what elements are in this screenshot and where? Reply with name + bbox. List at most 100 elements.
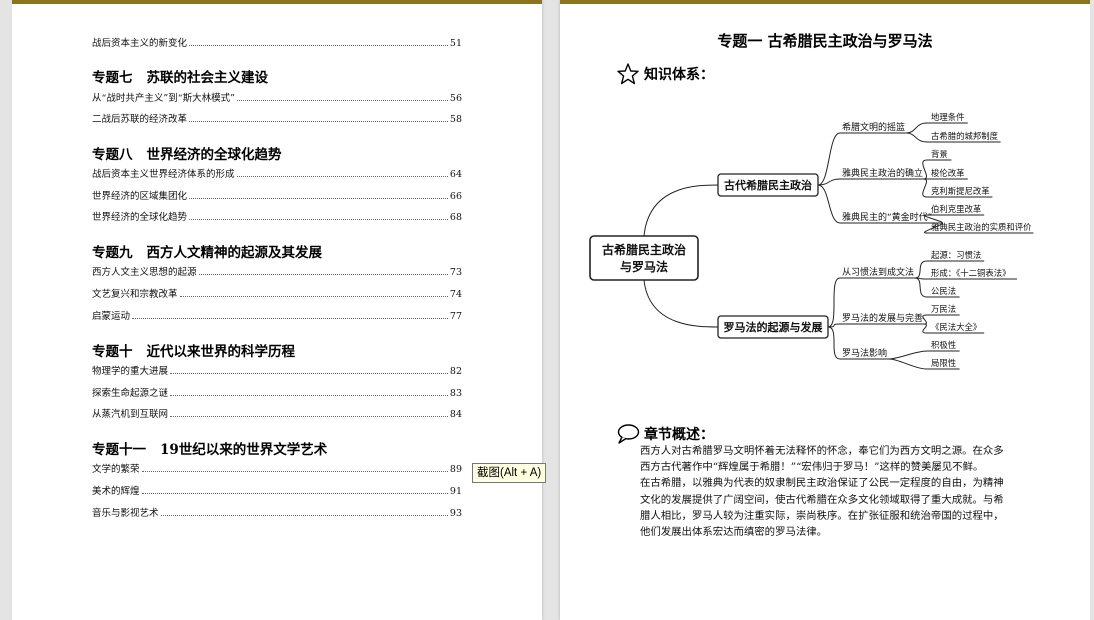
mindmap-leaf-label: 公民法 (931, 286, 956, 296)
toc-entry-text: 从“战时共产主义”到“斯大林模式” (92, 93, 235, 104)
toc-leader-dots (132, 318, 448, 319)
overview-line: 腊人相比，罗马人较为注重实际，崇尚秩序。在扩张征服和统治帝国的过程中， (640, 509, 1004, 522)
mindmap-child-label: 雅典民主政治的确立 (842, 167, 923, 179)
mindmap-root-label: 古希腊民主政治 (602, 242, 686, 257)
toc-leader-dots (189, 198, 448, 199)
toc-entry[interactable]: 文学的繁荣 89 (92, 461, 462, 475)
toc-entry-text: 世界经济的全球化趋势 (92, 212, 188, 223)
toc-section-heading[interactable]: 专题九 西方人文精神的起源及其发展 (92, 241, 322, 261)
toc-entry[interactable]: 战后资本主义世界经济体系的形成 64 (92, 166, 462, 180)
toc-entry-text: 美术的辉煌 (92, 486, 140, 497)
overview-line: 文化的发展提供了广阔空间，使古代希腊在众多文化领域取得了重大成就。与希 (640, 493, 1004, 506)
mindmap-child-label: 雅典民主的“黄金时代” (842, 211, 932, 223)
toc-section-title: 世界经济的全球化趋势 (146, 147, 282, 163)
toc-entry-page: 77 (449, 311, 462, 322)
mindmap-child-label: 从习惯法到成文法 (842, 266, 914, 278)
mindmap-leaf-label: 《民法大全》 (931, 322, 981, 332)
toc-leader-dots (170, 395, 448, 396)
toc-leader-dots (160, 515, 448, 516)
toc-leader-dots (189, 219, 448, 220)
chapter-overview-heading: 章节概述： (616, 422, 714, 446)
mindmap-child-label: 希腊文明的摇篮 (842, 121, 905, 133)
mindmap-leaf-label: 局限性 (931, 358, 956, 368)
toc-section-number: 专题十一 (92, 442, 146, 458)
toc-entry[interactable]: 启蒙运动 77 (92, 308, 462, 322)
toc-entry-text: 启蒙运动 (92, 311, 131, 322)
toc-entry-page: 66 (449, 191, 462, 202)
toc-entry-text: 文学的繁荣 (92, 464, 140, 475)
mindmap-branch-node (717, 173, 819, 197)
toc-entry[interactable]: 物理学的重大进展 82 (92, 363, 462, 377)
mindmap-child-label: 罗马法影响 (842, 347, 887, 359)
overview-line: 在古希腊，以雅典为代表的奴隶制民主政治保证了公民一定程度的自由，为精神 (640, 477, 1004, 490)
toc-entry-page: 74 (449, 289, 462, 300)
toc-entry-page: 58 (449, 114, 462, 125)
toc-leader-dots (179, 296, 448, 297)
toc-section-number: 专题十 (92, 344, 133, 360)
toc-section-title: 19世纪以来的世界文学艺术 (160, 442, 328, 458)
toc-entry[interactable]: 从蒸汽机到互联网 84 (92, 406, 462, 420)
toc-entry[interactable]: 美术的辉煌 91 (92, 483, 462, 497)
toc-entry[interactable]: 音乐与影视艺术 93 (92, 505, 462, 519)
mindmap-branch-label: 古代希腊民主政治 (724, 178, 812, 192)
toc-entry-page: 73 (449, 267, 462, 278)
toc-entry-text: 二战后苏联的经济改革 (92, 114, 188, 125)
mindmap-leaf-label: 形成：《十二铜表法》 (931, 268, 1011, 278)
chapter-title: 专题一 古希腊民主政治与罗马法 (717, 32, 933, 50)
mindmap-leaf-label: 地理条件 (931, 112, 965, 122)
toc-entry[interactable]: 战后资本主义的新变化 51 (92, 35, 462, 49)
toc-entry[interactable]: 探索生命起源之谜 83 (92, 385, 462, 399)
knowledge-system-heading: 知识体系： (616, 62, 714, 86)
toc-entry-text: 从蒸汽机到互联网 (92, 409, 169, 420)
toc-entry-text: 战后资本主义世界经济体系的形成 (92, 169, 235, 180)
toc-entry[interactable]: 西方人文主义思想的起源 73 (92, 264, 462, 278)
toc-entry-text: 音乐与影视艺术 (92, 508, 159, 519)
toc-leader-dots (170, 373, 448, 374)
mindmap-root-node (589, 235, 699, 281)
mindmap-leaf-label: 梭伦改革 (931, 168, 965, 178)
toc-section-heading[interactable]: 专题十 近代以来世界的科学历程 (92, 340, 296, 360)
mindmap-leaf-label: 起源：习惯法 (931, 250, 981, 260)
document-page-left: 战后资本主义的新变化 51 专题七 苏联的社会主义建设 从“战时共产主义”到“斯… (12, 0, 542, 620)
toc-section-heading[interactable]: 专题七 苏联的社会主义建设 (92, 66, 269, 86)
toc-entry[interactable]: 世界经济的区域集团化 66 (92, 188, 462, 202)
toc-entry-page: 91 (449, 486, 462, 497)
mindmap-leaf-label: 积极性 (931, 340, 956, 350)
toc-section-number: 专题九 (92, 245, 133, 261)
mindmap-root-label: 与罗马法 (620, 259, 668, 274)
toc-entry[interactable]: 文艺复兴和宗教改革 74 (92, 286, 462, 300)
mindmap-leaf-label: 背景 (931, 149, 948, 159)
speech-bubble-icon (617, 424, 640, 444)
toc-entry[interactable]: 二战后苏联的经济改革 58 (92, 111, 462, 125)
toc-section-number: 专题八 (92, 147, 133, 163)
toc-section-heading[interactable]: 专题八 世界经济的全球化趋势 (92, 143, 282, 163)
document-page-right: 专题一 古希腊民主政治与罗马法 知识体系： 古希腊民主政治与罗马法 古代希腊民主政… (560, 0, 1090, 620)
mindmap-branch-node (717, 315, 829, 339)
toc-section-title: 近代以来世界的科学历程 (146, 344, 296, 360)
toc-leader-dots (236, 100, 448, 101)
toc-section-heading[interactable]: 专题十一 19世纪以来的世界文学艺术 (92, 438, 328, 458)
chapter-overview-text: 西方人对古希腊罗马文明怀着无法释怀的怀念，奉它们为西方文明之源。在众多 西方古代… (640, 443, 1012, 540)
toc-entry[interactable]: 从“战时共产主义”到“斯大林模式” 56 (92, 90, 462, 104)
toc-leader-dots (189, 45, 448, 46)
toc-entry-text: 世界经济的区域集团化 (92, 191, 188, 202)
chapter-overview-label: 章节概述： (644, 427, 714, 443)
toc-leader-dots (141, 493, 448, 494)
mind-map: 古希腊民主政治与罗马法 古代希腊民主政治 希腊文明的摇篮 地理条件古希腊的城邦制度雅典… (589, 112, 1034, 370)
mindmap-leaf-label: 万民法 (931, 304, 956, 314)
toc-entry-page: 84 (449, 409, 462, 420)
toc-entry[interactable]: 世界经济的全球化趋势 68 (92, 209, 462, 223)
toc-entry-page: 64 (449, 169, 462, 180)
toc-section-title: 苏联的社会主义建设 (146, 70, 269, 86)
toc-entry-text: 西方人文主义思想的起源 (92, 267, 197, 278)
overview-line: 西方人对古希腊罗马文明怀着无法释怀的怀念，奉它们为西方文明之源。在众多 (640, 445, 1004, 457)
toc-entry-page: 83 (449, 388, 462, 399)
toc-leader-dots (170, 416, 448, 417)
toc-entry-text: 物理学的重大进展 (92, 366, 169, 377)
toc-leader-dots (189, 121, 448, 122)
toc-entry-page: 56 (449, 93, 462, 104)
toc-entry-page: 51 (449, 38, 462, 49)
toc-section-number: 专题七 (92, 70, 133, 86)
mindmap-leaf-label: 古希腊的城邦制度 (931, 131, 999, 141)
toc-entry-page: 82 (449, 366, 462, 377)
